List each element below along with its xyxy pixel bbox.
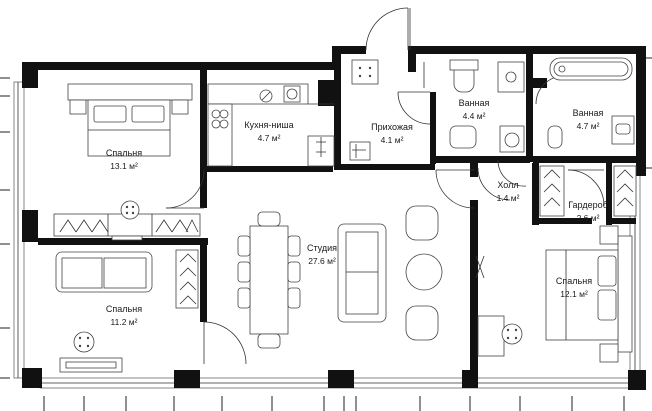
room-name-hallway-entry: Прихожая (371, 122, 413, 132)
room-area-hall: 1.4 м² (497, 193, 520, 203)
studio-furniture (237, 205, 443, 349)
room-labels: Спальня 13.1 м² Кухня-ниша 4.7 м² Прихож… (106, 98, 608, 327)
room-area-hallway-entry: 4.1 м² (381, 135, 404, 145)
room-name-bedroom-right: Спальня (556, 276, 592, 286)
interior-walls (38, 54, 636, 372)
room-area-bedroom-right: 12.1 м² (560, 289, 588, 299)
room-area-kitchen-niche: 4.7 м² (258, 133, 281, 143)
room-name-wardrobe: Гардероб (568, 200, 608, 210)
room-area-bathroom-1: 4.4 м² (463, 111, 486, 121)
room-name-hall: Холл (497, 180, 518, 190)
room-area-wardrobe: 2.6 м² (577, 213, 600, 223)
room-area-studio: 27.6 м² (308, 256, 336, 266)
bathroom-2-fixtures (547, 57, 635, 149)
room-name-bedroom-top-left: Спальня (106, 148, 142, 158)
bed-top-left (67, 83, 193, 157)
wardrobe-unit-left (53, 200, 201, 241)
sofa-bedroom-bottom-left (55, 251, 153, 373)
hallway-furniture (349, 59, 379, 161)
wardrobe-hangers (175, 165, 637, 309)
bed-right (475, 225, 633, 363)
kitchen-unit (207, 83, 335, 167)
room-name-bathroom-1: Ванная (459, 98, 490, 108)
room-area-bedroom-bottom-left: 11.2 м² (111, 317, 138, 327)
room-name-studio: Студия (307, 243, 337, 253)
doors (165, 7, 605, 365)
room-name-bathroom-2: Ванная (573, 108, 604, 118)
room-area-bedroom-top-left: 13.1 м² (110, 161, 138, 171)
room-name-kitchen-niche: Кухня-ниша (244, 120, 293, 130)
room-area-bathroom-2: 4.7 м² (577, 121, 600, 131)
facade-ticks (0, 57, 652, 411)
room-name-bedroom-bottom-left: Спальня (106, 304, 142, 314)
bathroom-1-fixtures (423, 59, 525, 153)
